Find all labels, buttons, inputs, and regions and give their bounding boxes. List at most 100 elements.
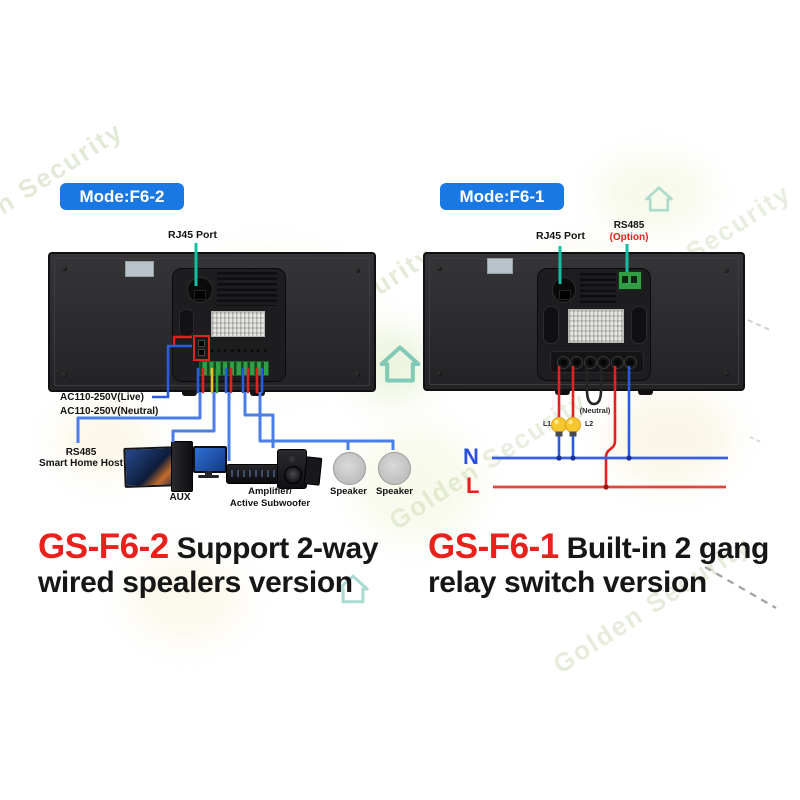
amplifier-face xyxy=(231,470,275,477)
spec-label-sticker xyxy=(211,311,265,337)
woofer-cone xyxy=(284,466,302,484)
speaker1-label: Speaker xyxy=(330,486,367,497)
lamp2-bulb-icon xyxy=(565,417,581,437)
right-device-center-module xyxy=(537,268,651,381)
rs485-hole xyxy=(631,276,637,283)
left-caption: GS-F6-2 Support 2-way wired spealers ver… xyxy=(38,527,410,600)
right-caption-model: GS-F6-1 xyxy=(428,527,559,566)
rs485-label: RS485 xyxy=(613,220,645,231)
rs485-option-label: RS485 (Option) xyxy=(600,220,658,244)
screw-icon xyxy=(724,268,729,273)
left-caption-model: GS-F6-2 xyxy=(38,527,169,566)
left-device-center-module xyxy=(172,268,286,382)
terminal-neutral-a xyxy=(583,355,597,369)
right-caption: GS-F6-1 Built-in 2 gang relay switch ver… xyxy=(428,527,800,600)
amplifier-label: Amplifier/ Active Subwoofer xyxy=(218,486,322,510)
terminal-n-in xyxy=(623,355,637,369)
lamp1-label: L1 xyxy=(543,421,552,428)
mounting-clamp xyxy=(631,306,647,344)
tweeter-cone xyxy=(287,454,297,464)
house-logo-icon xyxy=(379,345,421,383)
watermark-blob xyxy=(355,428,480,540)
aux-connector xyxy=(179,309,194,337)
rj45-socket-hole xyxy=(559,290,571,300)
left-device-back-panel xyxy=(48,252,376,396)
mounting-foot xyxy=(638,390,653,395)
screw-icon xyxy=(437,266,442,271)
rs485-host-label-line2: Smart Home Host xyxy=(39,458,123,469)
ac-neutral-label: AC110-250V(Neutral) xyxy=(60,406,159,417)
amplifier-label-line1: Amplifier/ xyxy=(248,486,292,497)
route-speaker2 xyxy=(258,392,395,450)
screw-icon xyxy=(62,266,67,271)
rj45-port xyxy=(187,277,213,303)
screw-icon xyxy=(437,371,442,376)
ac-power-connector xyxy=(193,335,210,361)
rs485-connector xyxy=(618,271,642,290)
rj45-port xyxy=(552,277,576,303)
ac-live-label: AC110-250V(Live) xyxy=(60,392,144,403)
vent-grille xyxy=(217,272,277,306)
screw-icon xyxy=(355,372,360,377)
pc-tower-image xyxy=(171,441,193,492)
vent-grille xyxy=(580,273,616,303)
rj45-port-label-right: RJ45 Port xyxy=(536,230,586,242)
speaker1-image xyxy=(333,452,366,485)
ac-slot xyxy=(198,349,205,356)
neutral-line-label: N xyxy=(463,444,479,469)
terminal-l1 xyxy=(557,355,570,369)
mounting-foot xyxy=(182,391,197,396)
screw-icon xyxy=(62,372,67,377)
green-terminal-block xyxy=(199,361,269,376)
dashed-decoration xyxy=(749,436,764,444)
watermark-blob xyxy=(608,392,733,484)
left-device-label-sticker xyxy=(125,261,154,277)
right-caption-text: Built-in 2 gang relay switch version xyxy=(428,532,769,599)
speaker2-label: Speaker xyxy=(376,486,413,497)
dashed-decoration xyxy=(747,319,771,331)
mounting-foot xyxy=(555,390,570,395)
rs485-option-sublabel: (Option) xyxy=(609,232,649,243)
right-device-back-panel xyxy=(423,252,745,395)
mounting-clamp xyxy=(543,306,559,344)
aux-label: AUX xyxy=(169,492,191,503)
watermark-text: Golden Security xyxy=(383,385,593,536)
monitor-stand xyxy=(205,471,212,475)
rj45-port-label-left: RJ45 Port xyxy=(168,229,218,241)
relay-terminal-strip xyxy=(550,351,644,373)
side-speaker-image xyxy=(303,456,323,486)
route-subwoofer xyxy=(243,392,275,448)
terminal-l2 xyxy=(570,355,584,369)
neutral-loop-label: (Neutral) xyxy=(579,406,611,415)
amplifier-label-line2: Active Subwoofer xyxy=(229,498,311,509)
right-device-label-sticker xyxy=(487,258,513,274)
route-aux xyxy=(171,392,216,442)
amplifier-image xyxy=(226,464,280,484)
monitor-image xyxy=(193,446,227,473)
house-logo-icon xyxy=(645,186,673,212)
mode-badge-f6-1: Mode:F6-1 xyxy=(440,183,564,210)
rs485-host-label: RS485 Smart Home Host xyxy=(36,447,126,469)
junction-dot xyxy=(556,455,562,461)
rs485-host-label-line1: RS485 xyxy=(65,447,97,458)
mode-badge-f6-2: Mode:F6-2 xyxy=(60,183,184,210)
mounting-foot xyxy=(250,391,265,396)
ac-slot xyxy=(198,340,205,347)
junction-dot xyxy=(570,455,576,461)
spec-label-sticker xyxy=(568,309,624,343)
left-caption-text: Support 2-way wired spealers version xyxy=(38,532,379,599)
monitor-base xyxy=(198,475,219,478)
rs485-hole xyxy=(622,276,628,283)
junction-dot xyxy=(626,455,632,461)
subwoofer-image xyxy=(277,449,307,489)
terminal-live xyxy=(610,355,624,369)
screw-icon xyxy=(355,268,360,273)
live-line-label: L xyxy=(466,473,480,498)
screw-icon xyxy=(724,371,729,376)
speaker2-image xyxy=(378,452,411,485)
terminal-neutral-b xyxy=(597,355,611,369)
rj45-socket-hole xyxy=(194,290,206,300)
pin-holes-row xyxy=(211,349,266,352)
junction-dot xyxy=(603,484,609,490)
